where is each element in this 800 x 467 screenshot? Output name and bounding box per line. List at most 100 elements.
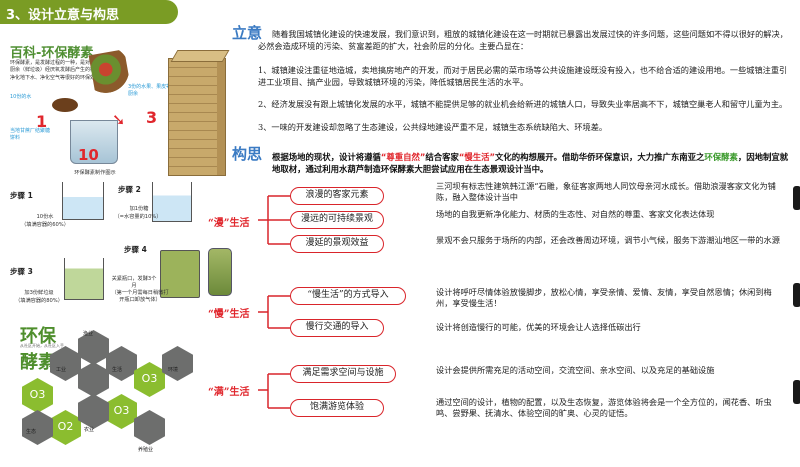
step1-jar (62, 182, 104, 220)
gousi-h1: “尊重自然” (380, 152, 426, 162)
gousi-p1: 根据场地的现状，设计将遵循 (272, 152, 381, 162)
number-1: 1 (36, 112, 48, 131)
number-10: 10 (78, 146, 99, 164)
eco-enzyme-logo-bottom: 酵素 (20, 352, 56, 373)
liyi-item-1: 1、城镇建设注重征地造城，卖地搞房地产的开发，而对于居民必需的菜市场等公共设施建… (258, 65, 788, 87)
step3-text: 加3份鲜垃圾 (24, 290, 54, 296)
hex-o3-left (22, 378, 53, 413)
step1-label: 步骤 1 (10, 191, 33, 200)
hex-o3-mid-text: O3 (113, 404, 130, 417)
fruit-scraps-illustration (88, 49, 132, 97)
hex-o3-mid (106, 394, 137, 429)
step4-subtext: （第一个月需每日稍微打开瓶口卸放气体） (111, 290, 169, 304)
edge-bar (793, 283, 800, 307)
section2-bracket (258, 295, 294, 329)
eco-enzyme-logo-top: 环保 (20, 326, 56, 347)
pill-slow-traffic: 慢行交通的导入 (290, 319, 384, 337)
desc-slow-traffic: 设计将创造慢行的可能，优美的环境会让人选择低碳出行 (436, 322, 641, 332)
liyi-title: 立意 (232, 24, 263, 42)
hex-health-label: 养殖业 (138, 447, 154, 453)
gousi-p5: ，因地制宜就地取材，通过利用水葫芦制造环保酵素大胆尝试应用在生态景观设计当中。 (272, 152, 789, 174)
hex-o2 (50, 410, 81, 445)
liyi-item-2: 2、经济发展没有跟上城镇化发展的水平，城镇不能提供足够的就业机会给新进的城镇人口… (258, 99, 788, 109)
category-word: 生活 (229, 387, 250, 398)
number-3: 3 (146, 108, 158, 127)
hex-industry-label: 工业 (56, 367, 67, 373)
step4-label: 步骤 4 (124, 245, 147, 254)
hex-fishery-label: 渔业 (83, 331, 94, 337)
category-quote: “满” (208, 387, 230, 398)
step2-subtext: （=水容量的10%） (114, 214, 162, 220)
step2-jar (152, 182, 192, 222)
category-man-romantic: “漫”生活 (208, 214, 250, 229)
pill-demand-space: 满足需求空间与设施 (290, 365, 396, 383)
step2-label: 步骤 2 (118, 185, 141, 194)
step4-jar (160, 250, 200, 298)
hex-life (106, 346, 137, 381)
procedure-caption: 环保酵素制作图示 (74, 170, 116, 176)
compost-crates-top (170, 50, 230, 62)
edge-bar (793, 186, 800, 210)
hex-agri-label: 农业 (84, 427, 95, 433)
sugar-label: 当地甘蔗厂结聚糖饼料 (10, 128, 51, 141)
hex-agri (78, 394, 109, 429)
desc-demand-space: 设计会提供所需充足的活动空间，交流空间、亲水空间、以及充足的基础设施 (436, 365, 715, 375)
category-quote: “漫” (208, 218, 230, 229)
step2-text: 加1份糖 (129, 206, 149, 212)
hex-center (78, 362, 109, 397)
category-word: 生活 (229, 309, 250, 320)
gousi-p4: 广东南亚之 (662, 152, 705, 162)
water-label: 10份的水 (10, 94, 32, 100)
category-word: 生活 (229, 218, 250, 229)
section1-bracket (258, 195, 294, 245)
pill-slow-lifestyle: “慢生活”的方式导入 (290, 287, 406, 305)
hex-industry (50, 346, 81, 381)
hex-env (162, 346, 193, 381)
step3-subtext: （填满容器的80%） (15, 298, 63, 304)
edge-bar (793, 380, 800, 404)
pill-romantic-hakka: 浪漫的客家元素 (290, 187, 384, 205)
gousi-p3: 文化的构想展开。借助华侨环保意识，大力推 (495, 152, 663, 162)
step4-text: 关紧瓶口，发酵3个月 (111, 276, 157, 290)
left-panel-title: 百科-环保酵素 (10, 46, 94, 61)
hex-o2-text: O2 (57, 420, 74, 433)
pill-landscape-benefit: 漫延的景观效益 (290, 235, 384, 253)
step1-subtext: （填满容器的60%） (21, 222, 69, 228)
compost-crates-photo (168, 58, 226, 176)
desc-full-experience: 通过空间的设计，植物的配置，以及生态恢复，游览体验将会是一个全方位的，闻花香、听… (436, 397, 772, 419)
liyi-item-3: 3、一味的开发建设却忽略了生态建设，公共绿地建设严重不足，城镇生态系统缺陷大、环… (258, 122, 608, 132)
pill-full-experience: 饱满游览体验 (290, 399, 384, 417)
hex-eco (22, 410, 53, 445)
section3-bracket (258, 373, 294, 409)
hex-fishery (78, 330, 109, 365)
category-man-full: “满”生活 (208, 383, 250, 398)
hex-o3-left-text: O3 (29, 388, 46, 401)
desc-sustainable: 场地的自我更新净化能力、材质的生态性、对自然的尊重、客家文化表达体现 (436, 209, 715, 219)
category-quote: “慢” (208, 309, 230, 320)
section-header: 3、设计立意与构思 (0, 0, 178, 24)
brown-sugar-illustration (52, 98, 78, 112)
gousi-h3: 环保酵素 (704, 152, 738, 162)
gousi-p2: 结合客家 (425, 152, 459, 162)
mixing-bucket (70, 120, 118, 164)
gousi-h2: “慢生活” (458, 152, 496, 162)
scraps-label: 3份的水果、果皮等厨余 (128, 84, 172, 97)
hex-o3-right (134, 362, 165, 397)
gousi-text: 根据场地的现状，设计将遵循“尊重自然”结合客家“慢生活”文化的构想展开。借助华侨… (272, 152, 790, 175)
desc-landscape-benefit: 景观不会只服务于场所的内部，还会改善周边环境，调节小气候，服务下游潮汕地区一带的… (436, 235, 780, 245)
arrow-icon: ➘ (112, 110, 126, 129)
step3-label: 步骤 3 (10, 267, 33, 276)
desc-slow-lifestyle: 设计将呼吁尽情体验放慢脚步，放松心情，享受亲情、爱情、友情，享受自然恩情；休闲到… (436, 287, 772, 309)
eco-enzyme-logo-tag: 从社区开始，从社区入手 (20, 343, 64, 348)
hex-env-label: 环境 (168, 367, 179, 373)
step1-text: 10份水 (36, 214, 54, 220)
hex-eco-label: 生态 (26, 429, 37, 435)
hex-o3-right-text: O3 (141, 372, 158, 385)
desc-romantic-hakka: 三河坝有标志性建筑韩江源“石雕，象征客家两地人同饮母亲河水成长。借助浪漫客家文化… (436, 181, 776, 203)
gousi-title: 构思 (232, 145, 263, 163)
hex-health (134, 410, 165, 445)
left-panel-intro: 环保酵素，是发酵过程的一种，是对混合了糖和水的厨余（鲜垃圾）经厌氧发酵后产生的棕… (10, 60, 126, 81)
liyi-intro: 随着我国城镇化建设的快速发展，我们意识到，粗放的城镇化建设在这一时期就已暴露出发… (258, 29, 788, 51)
fermentation-jar-photo (208, 248, 232, 296)
category-man-slow: “慢”生活 (208, 305, 250, 320)
